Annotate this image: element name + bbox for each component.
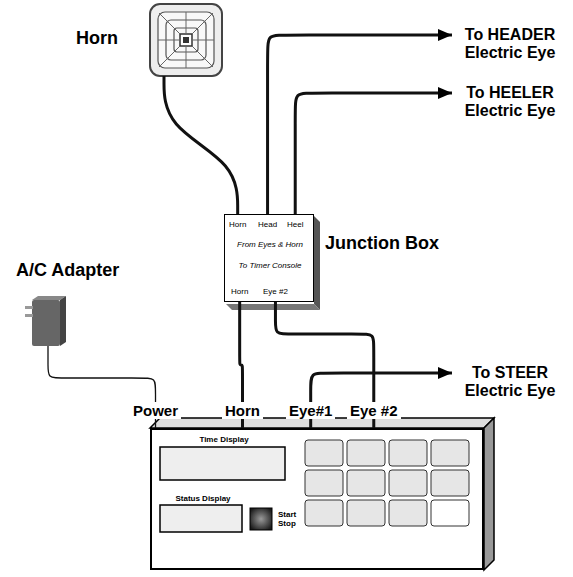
target-label-text: To HEELER Electric Eye xyxy=(452,84,568,121)
port-label: Eye#1 xyxy=(286,402,335,419)
button-label: Start Stop xyxy=(278,510,308,528)
target-label: To HEELER Electric Eye xyxy=(452,82,568,123)
port-label: Horn xyxy=(229,220,246,229)
target-label: To HEADER Electric Eye xyxy=(452,24,568,65)
adapter-illustration xyxy=(25,296,66,346)
eye-wire xyxy=(311,373,452,428)
port-label: Heel xyxy=(287,220,303,229)
timer-console: PowerHornEye#1Eye #2Time DisplayStatus D… xyxy=(150,428,484,570)
port-label: Horn xyxy=(222,402,263,419)
timer-console-illustration xyxy=(150,418,494,570)
display-label: Status Display xyxy=(175,494,230,503)
adapter-icon: A/C Adapter xyxy=(30,294,66,346)
port-label: Power xyxy=(130,402,181,419)
port-label: Horn xyxy=(231,287,248,296)
horn-icon: Horn xyxy=(150,4,222,76)
junction-box: Horn Head HeelFrom Eyes & Horn To Timer Con… xyxy=(224,214,314,302)
port-label: Eye #2 xyxy=(263,287,288,296)
horn-illustration xyxy=(150,4,222,76)
port-label: Eye #2 xyxy=(347,402,401,419)
port-label: Head xyxy=(258,220,277,229)
eye-wire xyxy=(295,93,452,214)
part-label: Junction Box xyxy=(325,233,439,254)
target-label-text: To HEADER Electric Eye xyxy=(452,26,568,63)
display-label: Time Display xyxy=(199,435,248,444)
eye-wire xyxy=(268,35,452,214)
box-note: To Timer Console xyxy=(239,261,302,270)
target-label-text: To STEER Electric Eye xyxy=(452,364,568,401)
part-label: Horn xyxy=(76,28,118,49)
horn-wire xyxy=(164,76,238,214)
target-label: To STEER Electric Eye xyxy=(452,362,568,403)
box-note: From Eyes & Horn xyxy=(237,240,303,249)
part-label: A/C Adapter xyxy=(16,260,119,281)
